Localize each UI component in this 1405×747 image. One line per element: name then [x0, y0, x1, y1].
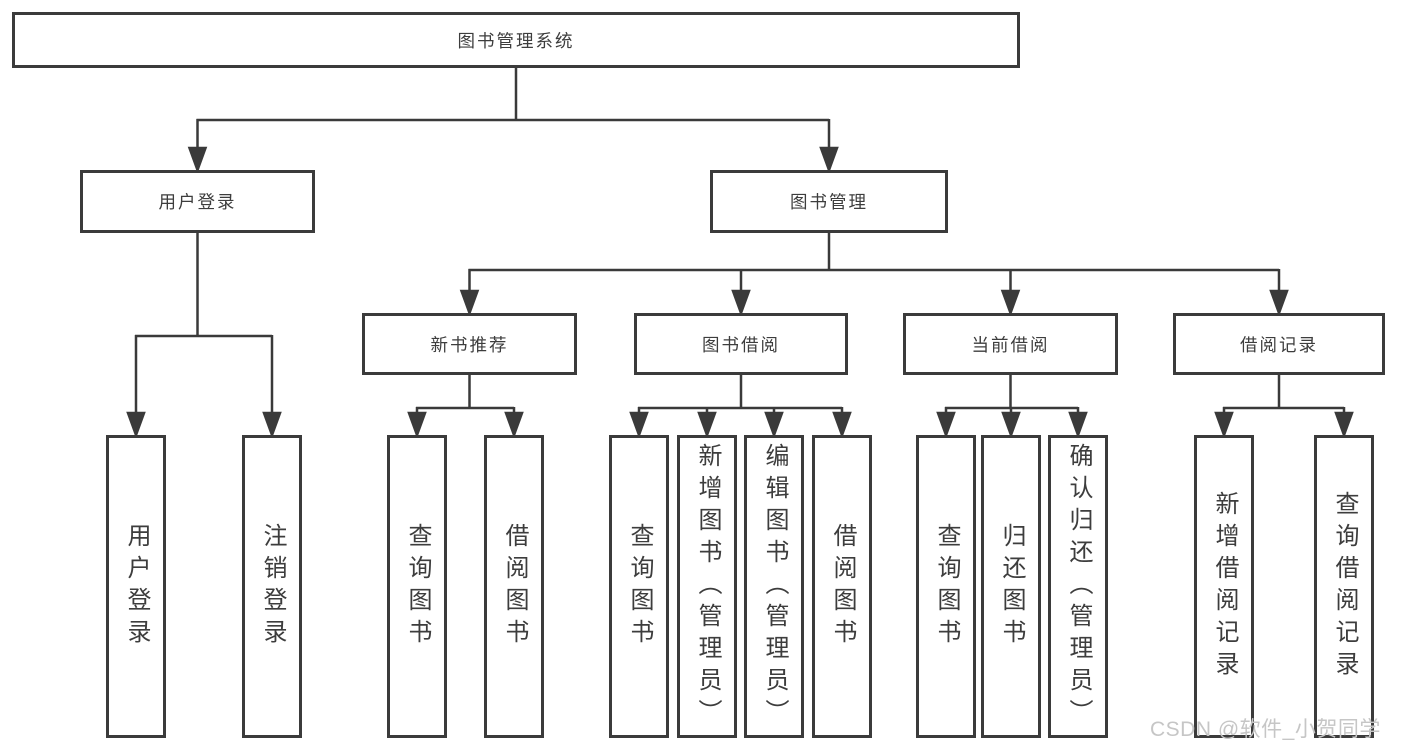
edges-user-login-to-leaves — [126, 233, 282, 439]
node-label: 借阅记录 — [1240, 334, 1318, 355]
leaf-user-login: 用户登录 — [106, 435, 166, 738]
arrowhead — [459, 289, 480, 317]
node-label: 用户登录 — [123, 522, 150, 651]
node-book-management: 图书管理 — [710, 170, 948, 233]
arrowhead — [1001, 411, 1021, 439]
arrowhead — [504, 411, 524, 439]
node-label: 注销登录 — [259, 522, 286, 651]
arrowhead — [697, 411, 717, 439]
arrowhead — [1269, 289, 1289, 317]
node-new-book-recommendation: 新书推荐 — [362, 313, 577, 375]
node-label: 当前借阅 — [971, 334, 1050, 355]
watermark: CSDN @软件_小贺同学 — [1150, 718, 1381, 741]
leaf-return-books: 归还图书 — [981, 435, 1041, 738]
node-user-login: 用户登录 — [80, 170, 315, 233]
node-book-borrowing: 图书借阅 — [634, 313, 848, 375]
arrowhead — [1000, 289, 1021, 317]
node-label: 图书管理 — [790, 192, 868, 212]
arrowhead — [629, 411, 649, 439]
arrowhead — [1068, 411, 1088, 439]
leaf-query-books-3: 查询图书 — [916, 435, 976, 738]
node-label: 归还图书 — [998, 522, 1025, 651]
leaf-query-books-2: 查询图书 — [609, 435, 669, 738]
node-label: 查询图书 — [626, 522, 653, 651]
edges-borrow-records-to-leaves — [1214, 375, 1354, 439]
node-label: 用户登录 — [158, 192, 237, 212]
leaf-logout: 注销登录 — [242, 435, 302, 738]
edges-current-borrow-to-leaves — [936, 375, 1088, 439]
node-label: 图书借阅 — [702, 334, 780, 355]
edges-book-mgmt-to-level3 — [459, 233, 1289, 317]
node-label: 新增图书（管理员） — [694, 442, 721, 731]
edges-root-to-level2 — [187, 68, 839, 174]
arrowhead — [262, 411, 282, 439]
node-label: 查询借阅记录 — [1331, 490, 1358, 683]
leaf-confirm-return-admin: 确认归还（管理员） — [1048, 435, 1108, 738]
node-label: 查询图书 — [933, 522, 960, 651]
leaf-query-books-1: 查询图书 — [387, 435, 447, 738]
node-label: 图书管理系统 — [457, 30, 575, 51]
arrowhead — [1334, 411, 1354, 439]
arrowhead — [819, 146, 839, 174]
leaf-borrow-books-1: 借阅图书 — [484, 435, 544, 738]
node-label: 新书推荐 — [430, 334, 509, 355]
node-label: 新增借阅记录 — [1211, 490, 1238, 683]
node-label: 借阅图书 — [501, 522, 528, 651]
arrowhead — [936, 411, 956, 439]
node-library-management-system: 图书管理系统 — [12, 12, 1020, 68]
arrowhead — [764, 411, 784, 439]
edges-new-book-rec-to-leaves — [407, 375, 524, 439]
node-label: 借阅图书 — [829, 522, 856, 651]
leaf-add-books-admin: 新增图书（管理员） — [677, 435, 737, 738]
node-label: 编辑图书（管理员） — [761, 442, 788, 731]
arrowhead — [731, 289, 751, 317]
arrowhead — [1214, 411, 1234, 439]
leaf-borrow-books-2: 借阅图书 — [812, 435, 872, 738]
leaf-query-borrow-record: 查询借阅记录 — [1314, 435, 1374, 738]
node-current-borrowing: 当前借阅 — [903, 313, 1118, 375]
arrowhead — [407, 411, 427, 439]
node-label: 查询图书 — [404, 522, 431, 651]
arrowhead — [187, 146, 208, 174]
leaf-edit-books-admin: 编辑图书（管理员） — [744, 435, 804, 738]
node-borrowing-records: 借阅记录 — [1173, 313, 1385, 375]
arrowhead — [126, 411, 146, 439]
leaf-add-borrow-record: 新增借阅记录 — [1194, 435, 1254, 738]
arrowhead — [832, 411, 852, 439]
node-label: 确认归还（管理员） — [1065, 442, 1092, 731]
edges-book-borrow-to-leaves — [629, 375, 852, 439]
